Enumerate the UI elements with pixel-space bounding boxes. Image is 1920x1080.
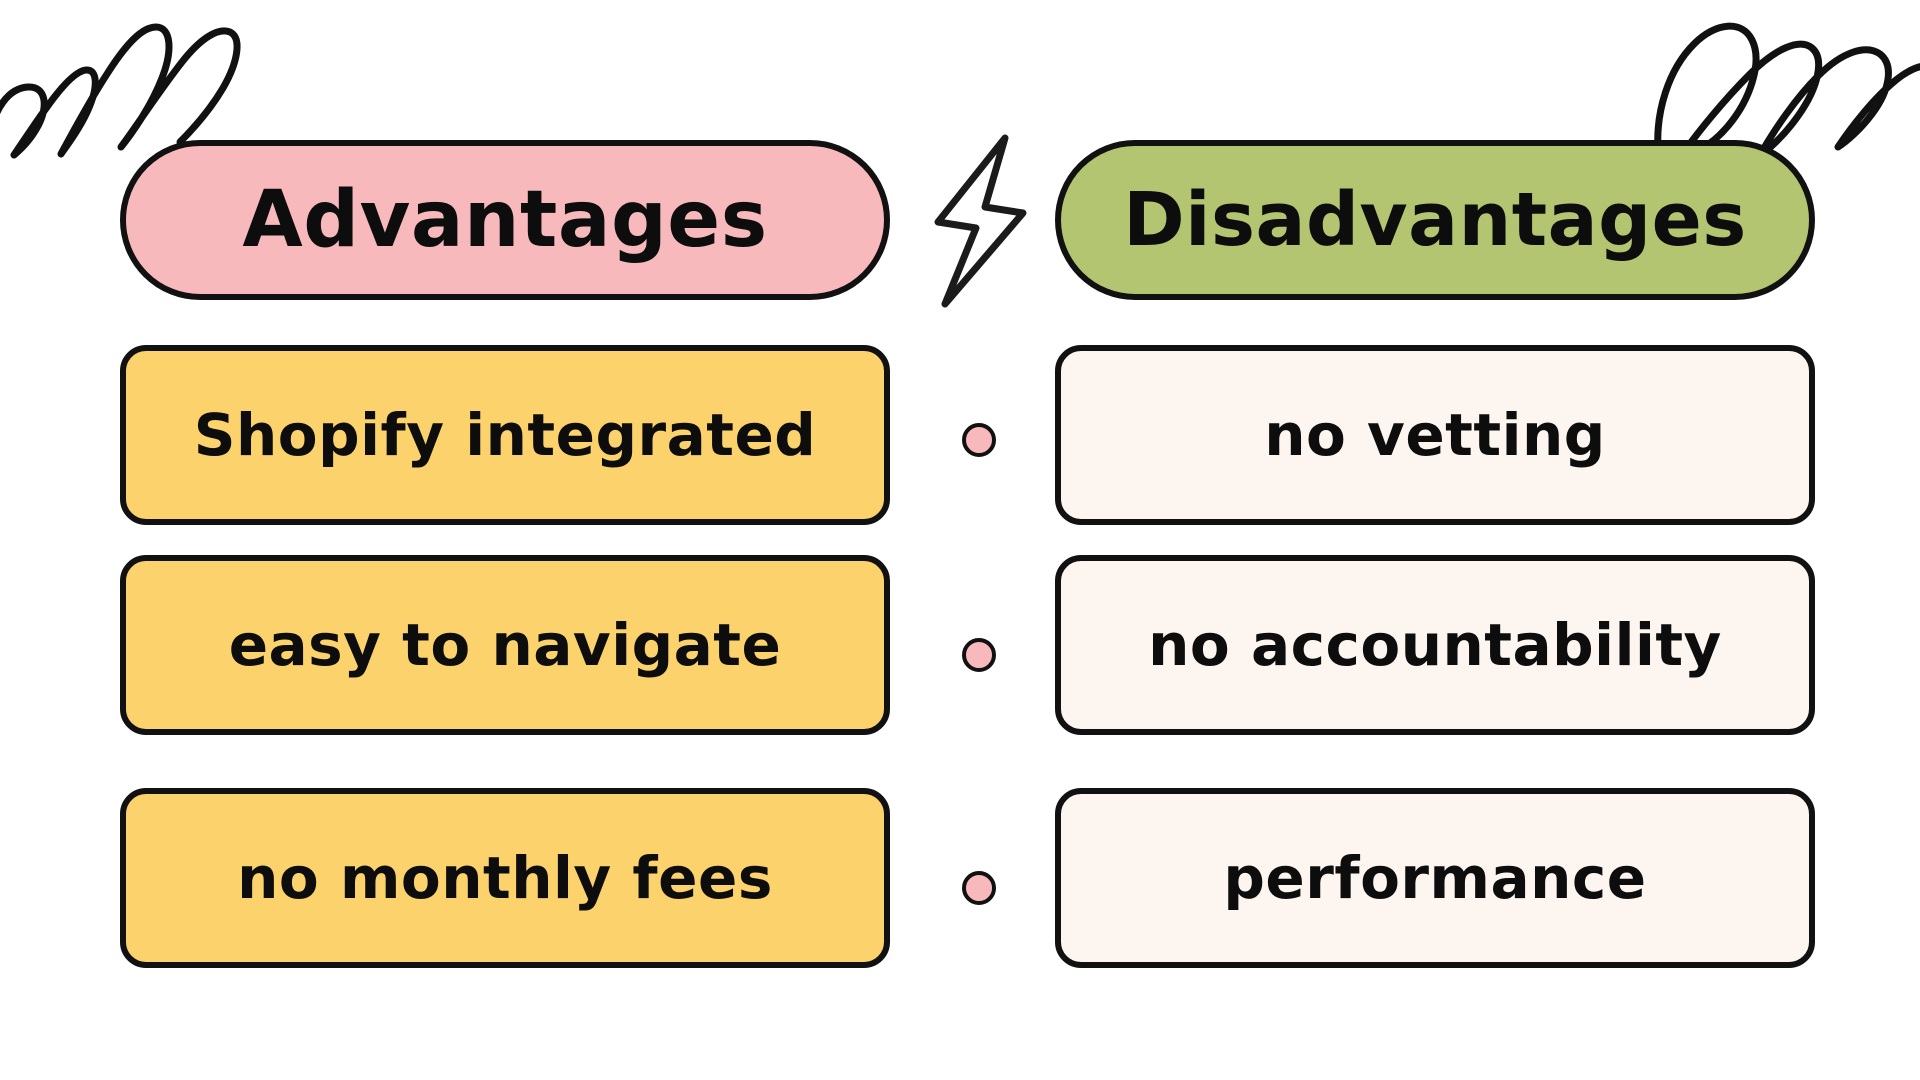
disadvantage-card-label: performance: [1223, 843, 1647, 912]
connector-dot: [962, 423, 996, 457]
connector-dot: [962, 638, 996, 672]
lightning-bolt-icon: [934, 134, 1027, 308]
advantage-card[interactable]: no monthly fees: [120, 788, 890, 968]
header-advantages-label: Advantages: [242, 175, 768, 265]
disadvantage-card-label: no accountability: [1148, 610, 1722, 679]
disadvantage-card[interactable]: no accountability: [1055, 555, 1815, 735]
disadvantage-card[interactable]: performance: [1055, 788, 1815, 968]
disadvantage-card-label: no vetting: [1264, 400, 1606, 469]
advantage-card-label: no monthly fees: [237, 843, 773, 912]
connector-dot: [962, 871, 996, 905]
header-disadvantages[interactable]: Disadvantages: [1055, 140, 1815, 300]
advantage-card-label: Shopify integrated: [193, 400, 817, 469]
disadvantage-card[interactable]: no vetting: [1055, 345, 1815, 525]
header-advantages[interactable]: Advantages: [120, 140, 890, 300]
advantage-card-label: easy to navigate: [228, 610, 782, 679]
header-disadvantages-label: Disadvantages: [1123, 177, 1747, 263]
advantage-card[interactable]: Shopify integrated: [120, 345, 890, 525]
advantage-card[interactable]: easy to navigate: [120, 555, 890, 735]
